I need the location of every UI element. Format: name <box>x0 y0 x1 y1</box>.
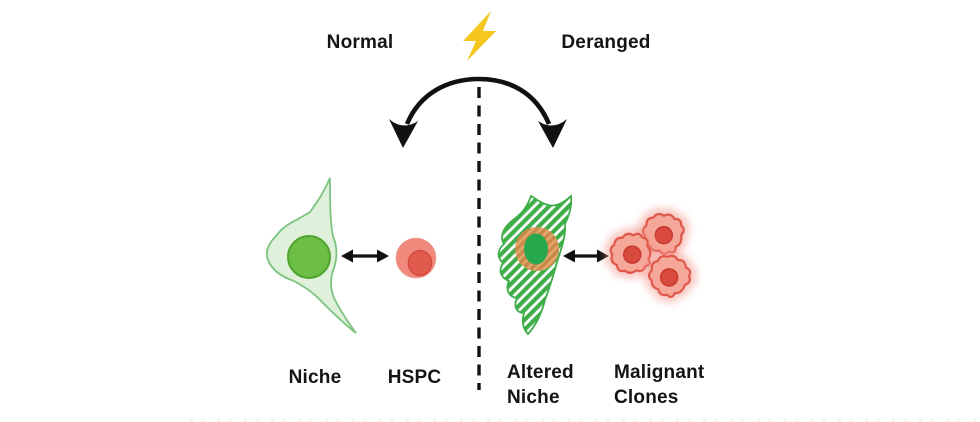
malignant-clone-cluster <box>597 202 706 312</box>
hspc-cell-nucleus <box>407 249 433 277</box>
right-arrowhead-icon <box>538 119 567 148</box>
cropped-caption-strip <box>190 418 976 422</box>
altered-niche-nucleus <box>524 233 548 265</box>
hspc-cell <box>395 237 437 279</box>
niche-label: Niche <box>288 367 342 388</box>
niche-cell <box>265 177 357 334</box>
bidirectional-arrow-left-icon <box>341 249 389 263</box>
altered-niche-label: Altered Niche <box>507 362 574 408</box>
hspc-label: HSPC <box>387 367 442 388</box>
lightning-bolt-icon <box>463 11 496 61</box>
curved-diverging-arrows-icon <box>389 76 567 148</box>
normal-state-label: Normal <box>326 32 394 53</box>
left-arrowhead-icon <box>389 119 418 148</box>
altered-niche-cell <box>497 194 573 336</box>
deranged-state-label: Deranged <box>561 32 651 53</box>
bidirectional-arrow-right-icon <box>563 249 609 263</box>
malignant-clones-label: Malignant Clones <box>614 362 705 408</box>
niche-cell-nucleus <box>287 235 331 279</box>
